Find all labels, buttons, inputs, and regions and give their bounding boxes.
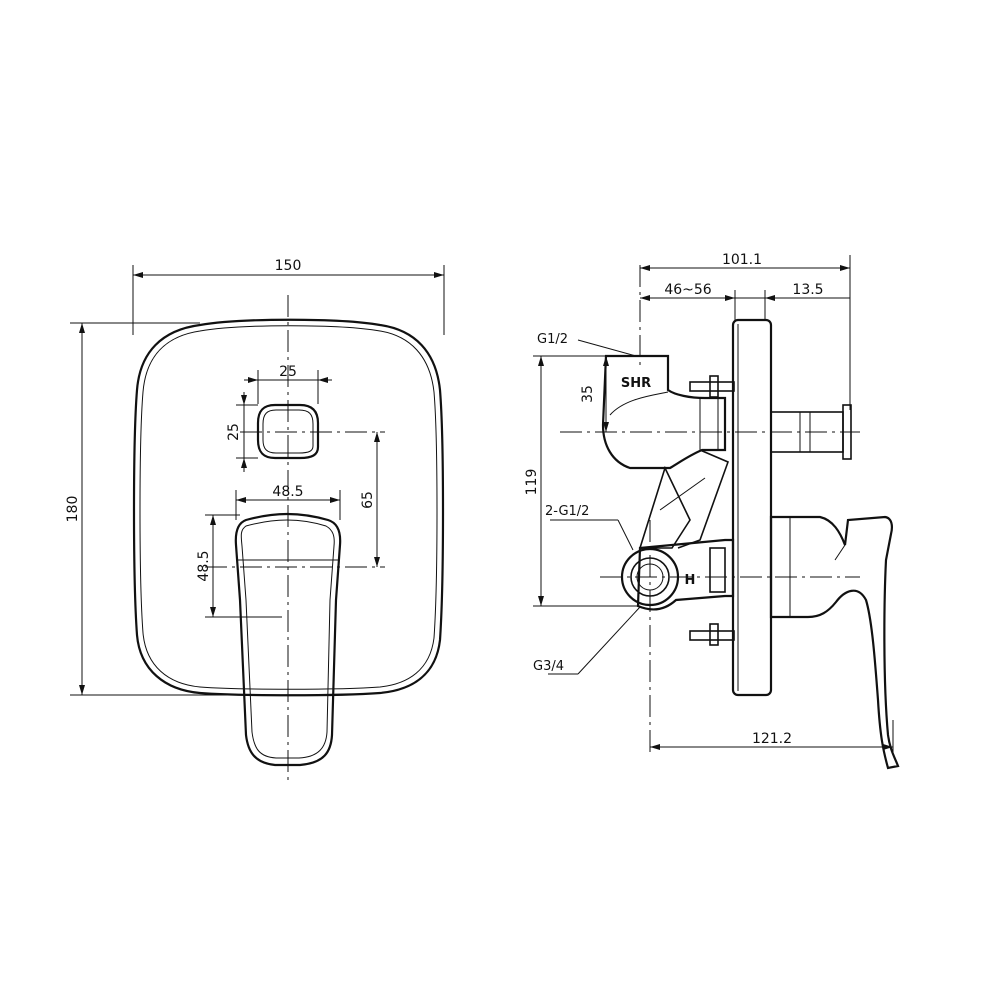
handle-depth-dim-label: 121.2 xyxy=(752,731,792,747)
shower-thread-label: G1/2 xyxy=(537,332,568,347)
hot-marking: H xyxy=(685,573,696,588)
side-handle-body xyxy=(769,515,900,770)
button-offset-dim-label: 65 xyxy=(360,491,376,509)
total-depth-dim-label: 101.1 xyxy=(722,252,762,268)
button-width-dim-label: 25 xyxy=(279,364,297,380)
front-view: 150 180 25 25 65 48.5 48.5 xyxy=(65,258,445,780)
side-view: SHR H 101.1 46~56 13.5 35 xyxy=(524,252,900,770)
adjust-range-dim-label: 46~56 xyxy=(664,282,711,298)
plate-dim-label: 13.5 xyxy=(792,282,823,298)
lever-handle xyxy=(234,512,342,767)
handle-width-dim-label: 48.5 xyxy=(272,484,303,500)
shower-marking: SHR xyxy=(621,376,651,391)
shower-outlet xyxy=(601,354,727,470)
width-dim-label: 150 xyxy=(275,258,302,274)
diverter-button xyxy=(256,403,320,460)
inlet-height-dim-label: 119 xyxy=(524,469,540,496)
outlet-thread-label: G3/4 xyxy=(533,659,564,674)
shower-height-dim-label: 35 xyxy=(580,385,596,403)
wall-plate xyxy=(731,318,773,697)
cover-plate xyxy=(132,318,445,697)
height-dim-label: 180 xyxy=(65,496,81,523)
button-height-dim-label: 25 xyxy=(226,423,242,441)
inlet-thread-label: 2-G1/2 xyxy=(545,504,589,519)
handle-height-dim-label: 48.5 xyxy=(196,550,212,581)
